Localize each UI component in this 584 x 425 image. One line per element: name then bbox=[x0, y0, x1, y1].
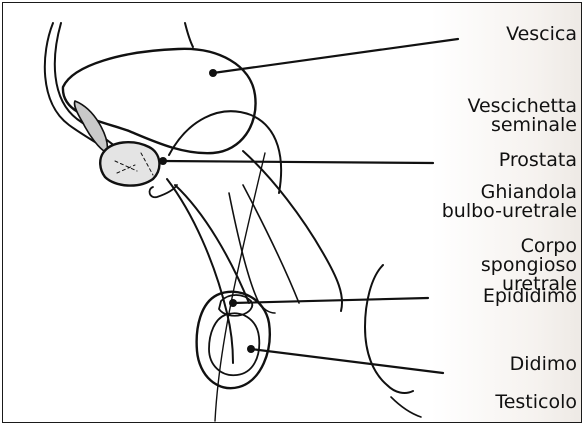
hip-outline bbox=[215, 153, 265, 421]
label-testicolo: Testicolo bbox=[495, 393, 577, 412]
leader-vescica bbox=[213, 39, 458, 73]
seminal-vesicle bbox=[74, 101, 107, 153]
body-outline bbox=[185, 23, 193, 47]
label-ghiandola-bulbo-uretrale: Ghiandola bulbo-uretrale bbox=[442, 183, 577, 221]
testicle-inner bbox=[209, 313, 259, 375]
label-vescica: Vescica bbox=[506, 25, 577, 44]
scrotum-outline bbox=[365, 265, 413, 393]
dot-epididimo bbox=[229, 299, 237, 307]
dot-didimo bbox=[247, 345, 255, 353]
dot-prostata bbox=[159, 157, 167, 165]
leader-didimo bbox=[251, 349, 443, 373]
dot-vescica bbox=[209, 69, 217, 77]
leader-epididimo bbox=[233, 298, 428, 303]
label-epididimo: Epididimo bbox=[483, 287, 577, 306]
leader-prostata bbox=[163, 161, 433, 163]
spermatic-cord-a bbox=[167, 179, 233, 363]
prostate-shape bbox=[100, 142, 159, 185]
label-prostata: Prostata bbox=[499, 151, 577, 170]
scrotum-lower bbox=[391, 397, 421, 417]
label-didimo: Didimo bbox=[510, 355, 577, 374]
label-vescichetta-seminale: Vescichetta seminale bbox=[467, 97, 577, 135]
spermatic-cord-b bbox=[175, 185, 249, 303]
